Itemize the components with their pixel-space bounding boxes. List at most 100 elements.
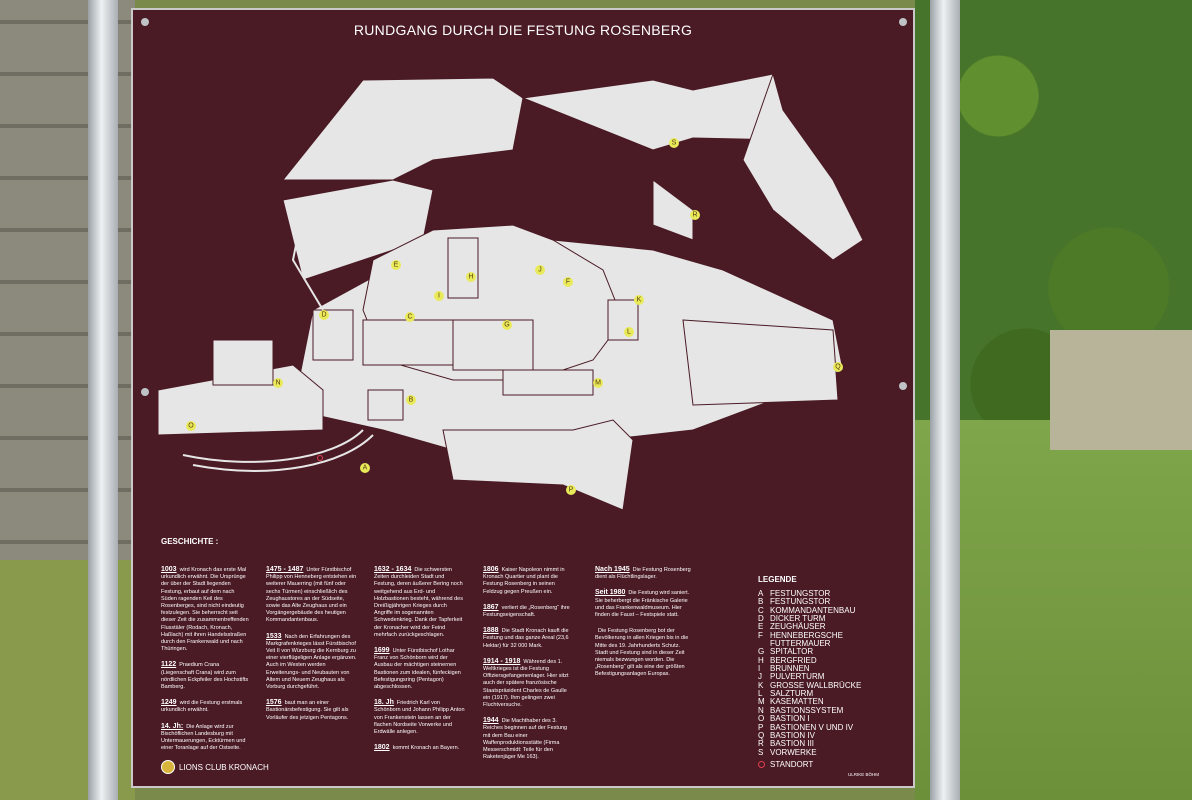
inner-buildings	[452, 319, 534, 371]
svg-text:M: M	[595, 380, 601, 387]
bastion-p	[442, 419, 634, 511]
svg-text:P: P	[569, 487, 574, 494]
left-post	[88, 0, 118, 800]
svg-text:Q: Q	[835, 364, 841, 371]
bergfried	[447, 237, 479, 299]
history-entry: Die Festung Rosenberg bot der Bevölkerun…	[595, 628, 689, 678]
standort-marker	[317, 455, 323, 461]
screw-icon	[899, 382, 907, 390]
legend-standort: STANDORT	[758, 760, 861, 769]
marker-s	[669, 138, 679, 148]
grass-background-right	[915, 420, 1192, 800]
svg-text:E: E	[394, 262, 399, 269]
marker-l	[624, 327, 634, 337]
marker-i	[434, 291, 444, 301]
marker-n	[273, 378, 283, 388]
lions-club-logo: LIONS CLUB KRONACH	[161, 760, 269, 774]
svg-text:L: L	[627, 329, 631, 336]
marker-j	[535, 265, 545, 275]
svg-text:N: N	[275, 380, 280, 387]
svg-text:D: D	[321, 312, 326, 319]
zeughaeuser	[212, 339, 274, 386]
club-name: LIONS CLUB KRONACH	[179, 762, 269, 772]
marker-q	[833, 362, 843, 372]
author-credit: ULRIKE BÖHM	[848, 772, 880, 777]
marker-o	[186, 421, 196, 431]
marker-m	[593, 378, 603, 388]
svg-text:A: A	[363, 465, 368, 472]
north-outwork	[521, 73, 784, 151]
marker-h	[466, 272, 476, 282]
info-board: RUNDGANG DURCH DIE FESTUNG ROSENBERG	[131, 8, 915, 788]
dicker-turm	[312, 309, 354, 361]
screw-icon	[899, 18, 907, 26]
west-outwork	[282, 179, 434, 281]
access-road	[182, 429, 364, 463]
marker-f	[563, 277, 573, 287]
screw-icon	[141, 388, 149, 396]
legend-heading: LEGENDE	[758, 575, 797, 584]
marker-a	[360, 463, 370, 473]
svg-text:S: S	[672, 140, 677, 147]
board-title: RUNDGANG DURCH DIE FESTUNG ROSENBERG	[353, 22, 693, 38]
marker-r	[690, 210, 700, 220]
right-post	[930, 0, 960, 800]
marker-p	[566, 485, 576, 495]
north-outwork	[281, 77, 524, 181]
fortress-map: A B C D E F G H I J K L M N O P Q R S	[157, 72, 864, 511]
bastion-q	[682, 319, 839, 406]
svg-text:B: B	[409, 397, 414, 404]
access-road	[192, 434, 374, 472]
marker-b	[406, 395, 416, 405]
bastion-r	[652, 179, 694, 241]
svg-text:H: H	[468, 274, 473, 281]
svg-text:G: G	[504, 322, 509, 329]
wall-path	[291, 209, 324, 311]
svg-text:F: F	[566, 279, 570, 286]
svg-text:J: J	[538, 267, 542, 274]
marker-k	[634, 295, 644, 305]
marker-g	[502, 320, 512, 330]
east-outwork	[742, 72, 864, 261]
history-entry: 14. Jh:Die Anlage wird zur Bischöflichen…	[161, 722, 246, 752]
standort-icon	[758, 761, 765, 769]
